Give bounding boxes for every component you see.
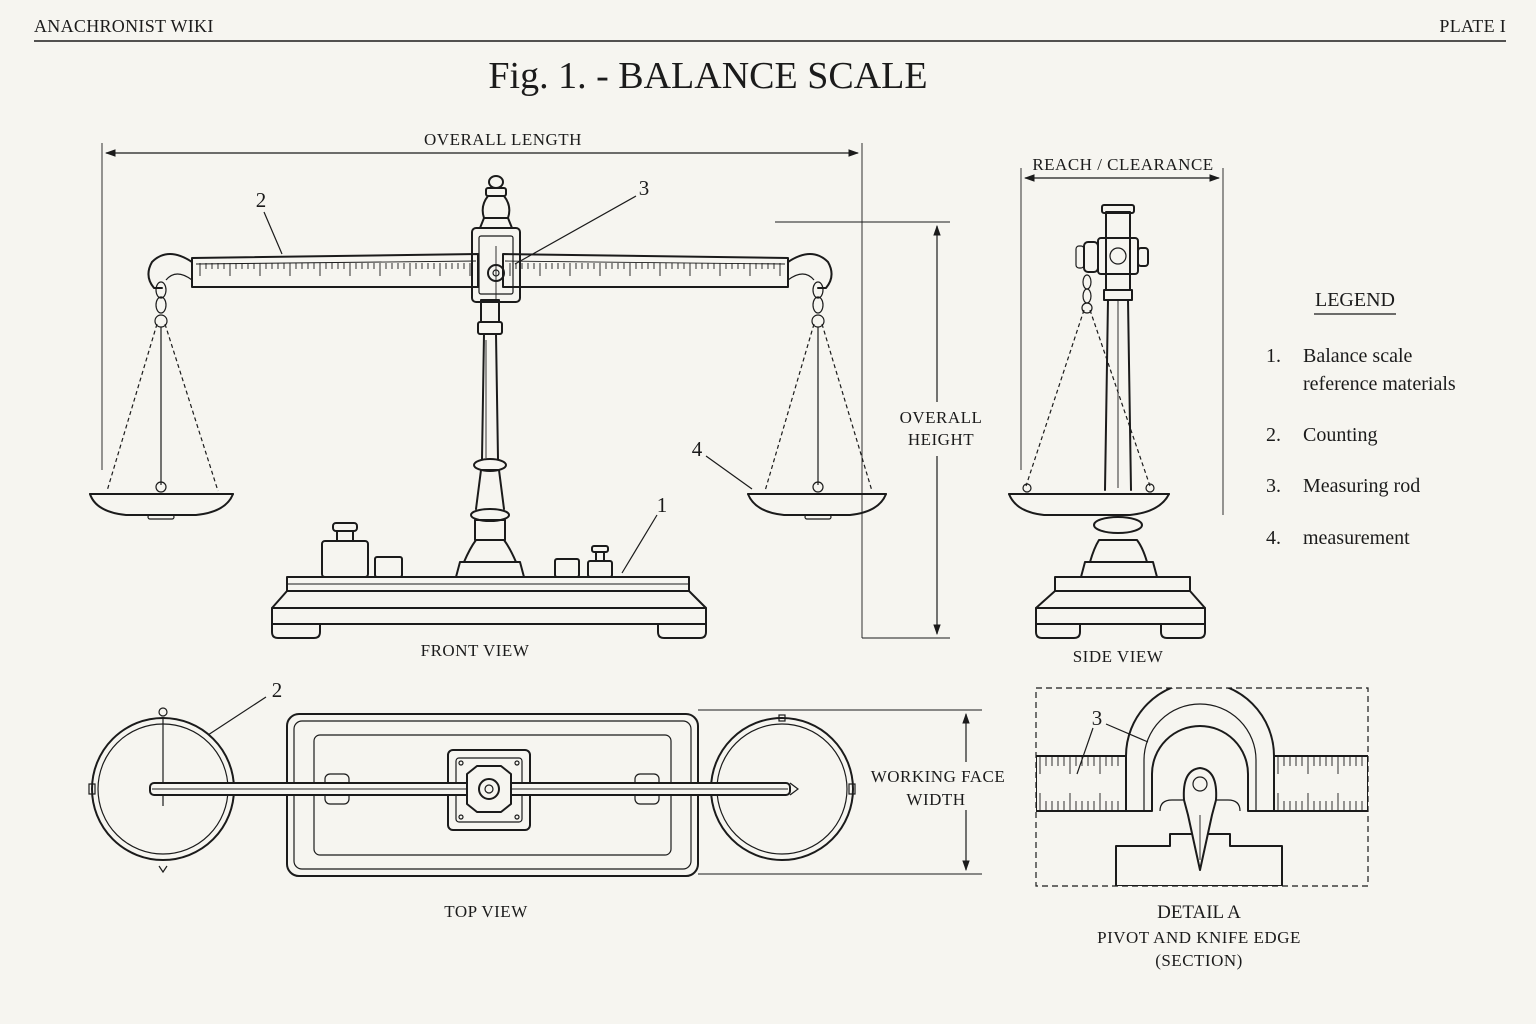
top-view-label: TOP VIEW (444, 902, 528, 921)
detail-a-label: DETAIL A (1157, 902, 1241, 923)
leader-line (705, 455, 753, 490)
detail-section-note: (SECTION) (1155, 951, 1243, 970)
scale-column (455, 299, 525, 578)
legend-item-number: 2. (1266, 424, 1281, 446)
scale-base (271, 576, 707, 639)
scale-beam (147, 253, 833, 289)
dimension-gap (895, 402, 979, 456)
top-view-drawing: WORKING FACE WIDTH 2 TOP VIEW (88, 678, 1006, 921)
front-view-drawing: OVERALL LENGTH OVERALL HEIGHT (89, 130, 983, 660)
legend-item-number: 1. (1266, 345, 1281, 367)
leader-line (263, 211, 283, 255)
leader-line (514, 195, 637, 265)
reach-clearance-label: REACH / CLEARANCE (1032, 155, 1213, 174)
pivot-block (471, 175, 521, 303)
weights-set (321, 522, 613, 578)
front-view-label: FRONT VIEW (421, 641, 530, 660)
top-beam (149, 765, 799, 813)
side-base (1035, 516, 1206, 639)
callout-top-pan: 2 (272, 678, 283, 702)
overall-length-label: OVERALL LENGTH (424, 130, 582, 149)
detail-a-drawing: 3 DETAIL A PIVOT AND KNIFE EDGE (SECTION… (1035, 687, 1369, 970)
legend-title: LEGEND (1315, 289, 1395, 311)
callout-front-beam: 2 (256, 188, 267, 212)
callout-detail-pivot: 3 (1092, 706, 1103, 730)
legend-item-number: 4. (1266, 527, 1281, 549)
overall-height-label-1: OVERALL (900, 408, 983, 427)
working-face-label-1: WORKING FACE (871, 767, 1006, 786)
overall-height-label-2: HEIGHT (908, 430, 974, 449)
site-name: ANACHRONIST WIKI (34, 16, 214, 36)
beam-ruler-ticks (199, 263, 781, 276)
legend-item-label: Measuring rod (1303, 475, 1420, 497)
callout-front-pan: 4 (692, 437, 703, 461)
side-chain (1089, 309, 1151, 487)
legend-item-label: measurement (1303, 527, 1410, 549)
working-face-label-2: WIDTH (906, 790, 965, 809)
callout-front-pivot: 3 (639, 176, 650, 200)
leader-line (1076, 727, 1094, 775)
side-pan (1008, 483, 1170, 516)
right-pan-assembly (747, 281, 887, 520)
legend-item-label: Counting (1303, 424, 1377, 446)
figure-title: Fig. 1. - BALANCE SCALE (488, 55, 927, 97)
side-view-drawing: REACH / CLEARANCE (1008, 155, 1224, 666)
legend: LEGEND 1. Balance scale reference materi… (1266, 289, 1456, 549)
legend-item-label: Balance scale (1303, 345, 1412, 367)
leader-line (1105, 723, 1149, 743)
plate-label: PLATE I (1439, 16, 1506, 36)
detail-ruler-ticks (1039, 757, 1363, 810)
leader-line (621, 514, 658, 574)
detail-subtitle: PIVOT AND KNIFE EDGE (1097, 928, 1301, 947)
legend-item-label: reference materials (1303, 373, 1456, 395)
side-column (1075, 204, 1149, 491)
side-chain (1025, 309, 1085, 487)
left-pan-assembly (89, 281, 234, 520)
dimension-gap (872, 762, 1006, 810)
callout-front-base: 1 (657, 493, 668, 517)
leader-line (207, 696, 267, 736)
side-view-label: SIDE VIEW (1073, 647, 1164, 666)
page-header: ANACHRONIST WIKI PLATE I Fig. 1. - BALAN… (34, 16, 1506, 97)
legend-item-number: 3. (1266, 475, 1281, 497)
